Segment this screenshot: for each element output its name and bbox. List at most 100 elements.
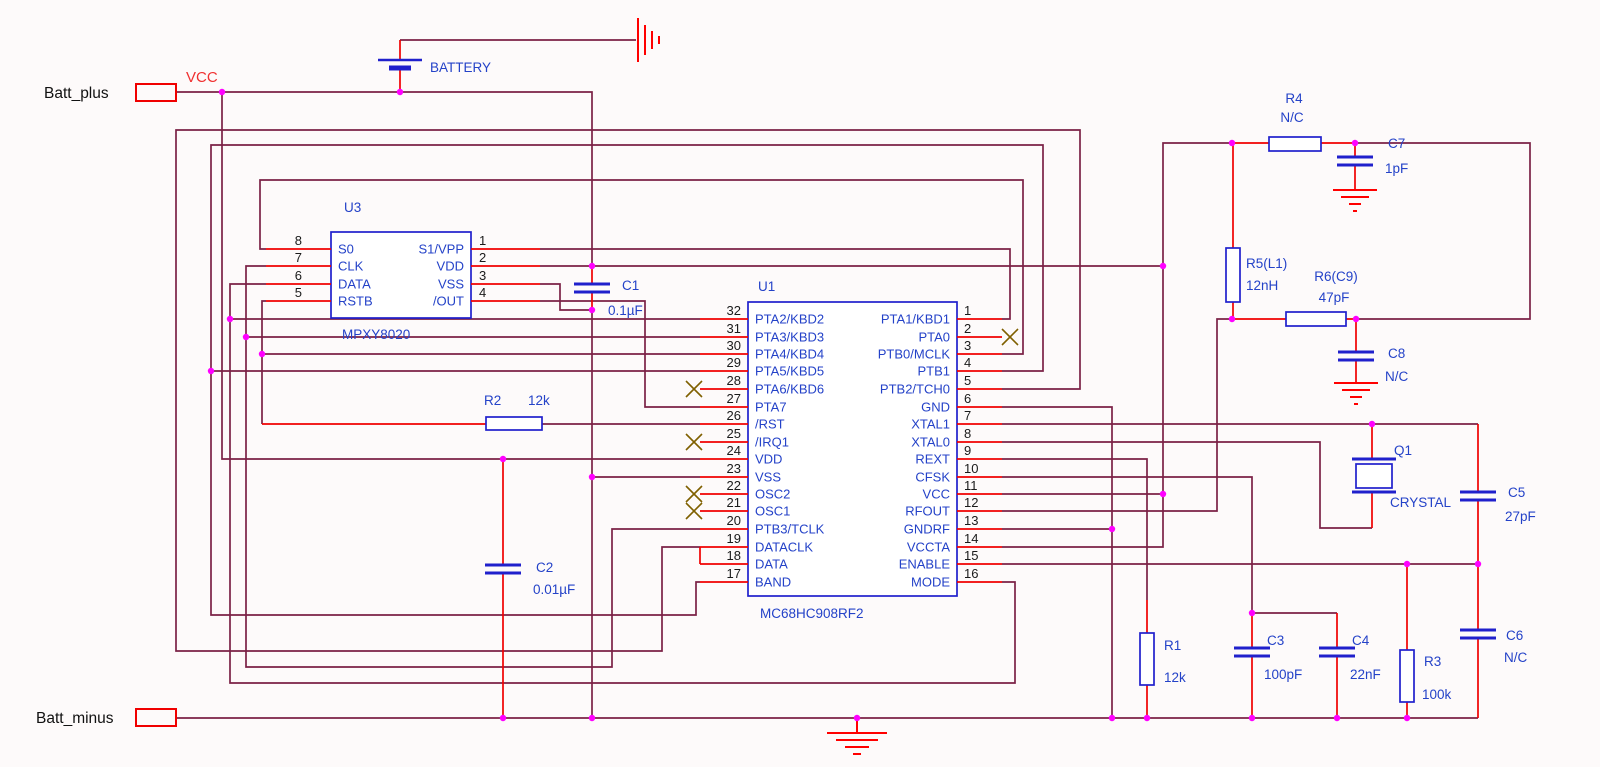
pin-name: PTA0 — [918, 330, 950, 345]
capacitor-c4 — [1319, 646, 1355, 658]
rext-to-r1 — [1002, 458, 1148, 600]
junction-dot — [258, 350, 266, 358]
c6-ref: C6 — [1506, 628, 1523, 643]
junction-dot — [218, 88, 226, 96]
pin-number: 32 — [727, 303, 741, 318]
c5-ref: C5 — [1508, 485, 1525, 500]
junction-dot — [588, 473, 596, 481]
u3-vss-jog — [540, 283, 592, 311]
junction-dot — [588, 262, 596, 270]
junction-dot — [588, 306, 596, 314]
capacitor-c5 — [1460, 490, 1496, 502]
ground-topright-icon — [637, 18, 660, 62]
vcc-drop-left — [221, 92, 700, 460]
cfsk-to-c3 — [1002, 476, 1253, 613]
s0-to-mclk — [259, 179, 1024, 355]
pin-number: 24 — [727, 443, 741, 458]
pin-name: PTA4/KBD4 — [755, 347, 824, 362]
pin-number: 20 — [727, 513, 741, 528]
pin-name: PTA2/KBD2 — [755, 312, 824, 327]
junction-dot — [1403, 560, 1411, 568]
rf-loop — [1355, 142, 1531, 320]
pin-number: 5 — [964, 373, 971, 388]
junction-dot — [1368, 420, 1376, 428]
pin-number: 1 — [479, 233, 486, 248]
pin-name: VDD — [437, 259, 464, 274]
q1-value: CRYSTAL — [1390, 495, 1452, 510]
junction-dot — [1248, 714, 1256, 722]
u3-box — [330, 231, 472, 319]
c8-value: N/C — [1385, 369, 1409, 384]
pin-number: 2 — [964, 321, 971, 336]
pin-number: 16 — [964, 566, 978, 581]
loop-a — [175, 129, 1081, 652]
junction-dot — [1352, 315, 1360, 323]
pin-name: CFSK — [915, 470, 950, 485]
pin-number: 29 — [727, 355, 741, 370]
r4-ref: R4 — [1285, 91, 1303, 106]
vcc-rail — [176, 91, 593, 266]
ground-c7-icon — [1333, 189, 1377, 212]
pin-number: 6 — [964, 391, 971, 406]
ground-layer — [637, 18, 1378, 755]
pin-name: OSC1 — [755, 504, 790, 519]
batt-minus-label: Batt_minus — [36, 710, 114, 727]
r5-value: 12nH — [1246, 278, 1278, 293]
c8-ref: C8 — [1388, 346, 1405, 361]
pin-number: 28 — [727, 373, 741, 388]
vcc-net-label: VCC — [186, 69, 218, 86]
connector-batt-minus — [135, 708, 177, 727]
c4-value: 22nF — [1350, 667, 1381, 682]
pin-number: 25 — [727, 426, 741, 441]
pin-number: 15 — [964, 548, 978, 563]
connector-batt-plus — [135, 83, 177, 102]
pin-number: 11 — [964, 478, 978, 493]
pin-number: 5 — [295, 285, 302, 300]
pin-number: 3 — [964, 338, 971, 353]
pin-name: /OUT — [433, 294, 464, 309]
ground-bottom-icon — [827, 718, 887, 755]
r1-value: 12k — [1164, 670, 1186, 685]
pin-name: DATA — [755, 557, 788, 572]
r6-ref: R6(C9) — [1314, 269, 1358, 284]
resistor-r4 — [1268, 136, 1322, 152]
c4-ref: C4 — [1352, 633, 1370, 648]
s1vpp-to-pin1 — [540, 248, 1011, 320]
pin-name: BAND — [755, 575, 791, 590]
pin-number: 13 — [964, 513, 978, 528]
xtal0-row — [1002, 441, 1372, 529]
pin-name: /IRQ1 — [755, 435, 789, 450]
pin-name: DATACLK — [755, 540, 813, 555]
nc-cross-icon — [685, 502, 703, 520]
c5-value: 27pF — [1505, 509, 1536, 524]
r2-value: 12k — [528, 393, 550, 408]
c2-ref: C2 — [536, 560, 553, 575]
pin-name: /RST — [755, 417, 785, 432]
junction-layer — [207, 88, 1482, 722]
pin-name: PTB0/MCLK — [878, 347, 951, 362]
pin-number: 2 — [479, 250, 486, 265]
label-layer: Batt_plus Batt_minus VCC BATTERY U3 MPXY… — [36, 60, 1536, 727]
junction-dot — [1228, 315, 1236, 323]
junction-dot — [1108, 525, 1116, 533]
pin-number: 21 — [727, 495, 741, 510]
pin-name: PTB1 — [917, 364, 950, 379]
junction-dot — [1351, 139, 1359, 147]
junction-dot — [1403, 714, 1411, 722]
resistor-r6 — [1285, 311, 1347, 327]
c3-value: 100pF — [1264, 667, 1302, 682]
u1-ref-label: U1 — [758, 279, 775, 294]
stub-layer — [262, 40, 1479, 718]
r2-ref: R2 — [484, 393, 501, 408]
chip-u1-pins: 32PTA2/KBD231PTA3/KBD330PTA4/KBD429PTA5/… — [685, 303, 1019, 590]
c2-value: 0.01µF — [533, 582, 575, 597]
capacitor-c2 — [485, 563, 521, 575]
c6-value: N/C — [1504, 650, 1528, 665]
resistor-r5 — [1225, 247, 1241, 303]
pin-number: 4 — [964, 355, 971, 370]
pin-name: PTA1/KBD1 — [881, 312, 950, 327]
pin-name: CLK — [338, 259, 364, 274]
